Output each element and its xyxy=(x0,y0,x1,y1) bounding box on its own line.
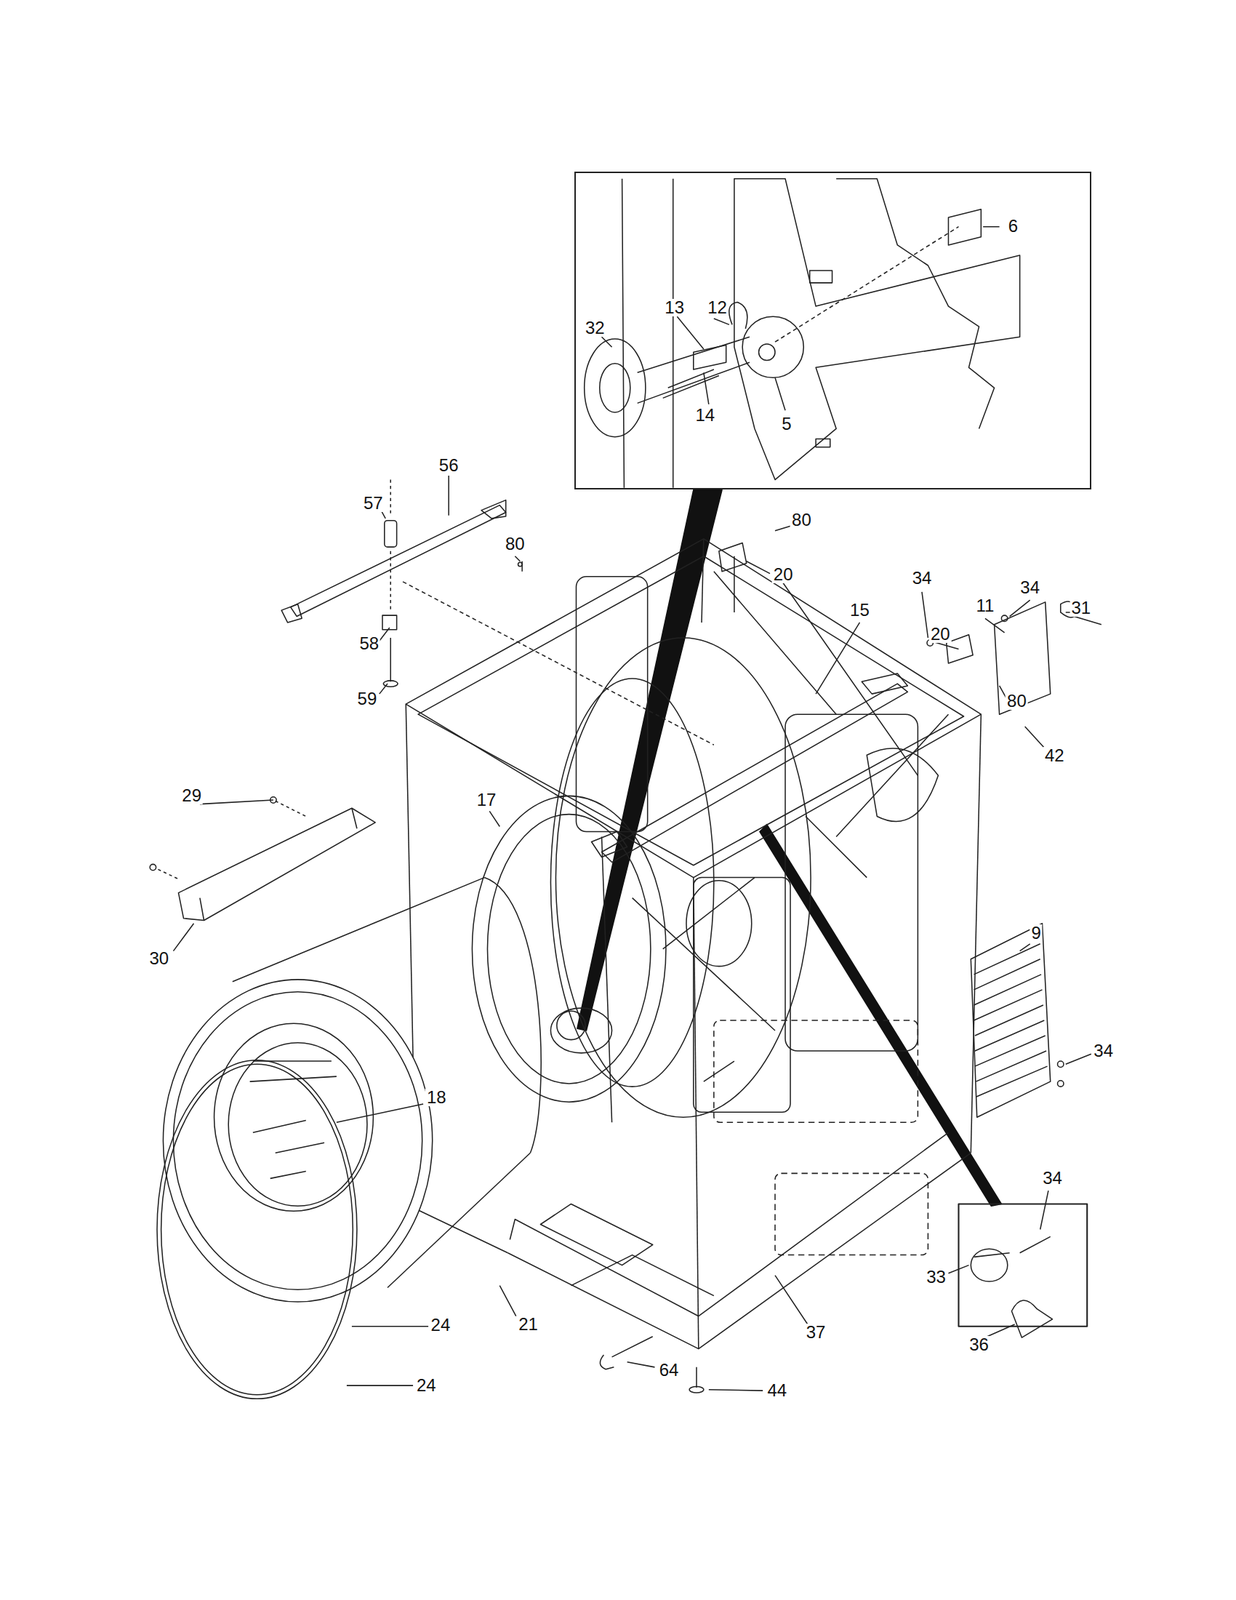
callout-number: 34 xyxy=(1018,578,1042,597)
callout-number: 31 xyxy=(1069,599,1093,617)
callout-number: 80 xyxy=(790,511,813,529)
detail-inset: 6 12 13 32 14 5 xyxy=(574,171,1092,491)
callout-number: 6 xyxy=(1006,217,1020,235)
callout-number: 58 xyxy=(357,634,381,653)
callout-number: 57 xyxy=(362,494,385,512)
callout-number: 80 xyxy=(503,535,527,553)
callout-number: 80 xyxy=(1005,692,1029,710)
callout-number: 20 xyxy=(772,565,795,584)
callout-number: 59 xyxy=(356,689,379,708)
callout-number: 24 xyxy=(415,1376,438,1394)
callout-number: 9 xyxy=(1029,924,1042,942)
callout-number: 13 xyxy=(663,298,686,317)
callout-number: 15 xyxy=(848,601,872,619)
callout-number: 30 xyxy=(147,949,171,967)
callout-number: 37 xyxy=(804,1323,828,1341)
callout-number: 5 xyxy=(780,415,793,433)
callout-number: 33 xyxy=(924,1267,948,1286)
callout-number: 34 xyxy=(911,569,934,587)
callout-number: 44 xyxy=(765,1381,789,1399)
callout-number: 12 xyxy=(705,298,729,317)
callout-number: 14 xyxy=(693,406,717,424)
callout-number: 17 xyxy=(475,791,499,809)
callout-number: 29 xyxy=(180,786,203,805)
callout-number: 32 xyxy=(583,319,607,337)
callout-number: 11 xyxy=(974,596,996,615)
callout-number: 34 xyxy=(1092,1041,1115,1060)
callout-number: 64 xyxy=(657,1361,681,1379)
callout-number: 42 xyxy=(1043,746,1066,765)
callout-number: 34 xyxy=(1041,1169,1064,1187)
callout-number: 56 xyxy=(437,456,461,475)
callout-number: 21 xyxy=(516,1315,540,1333)
callout-number: 20 xyxy=(929,625,952,643)
callout-number: 18 xyxy=(425,1088,448,1106)
callout-number: 24 xyxy=(429,1315,453,1334)
callout-number: 36 xyxy=(967,1335,991,1354)
